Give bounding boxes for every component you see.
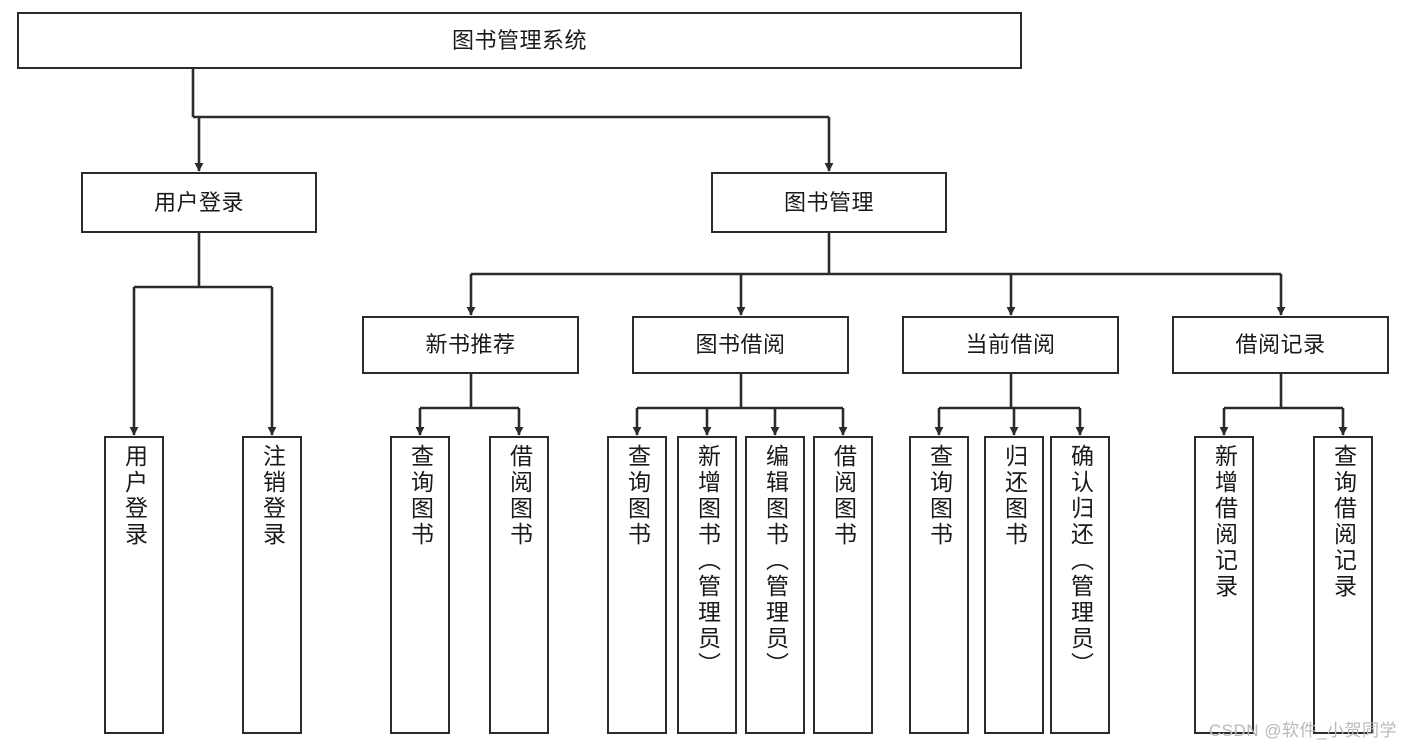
node-label: 图书管理系统 — [451, 27, 587, 53]
node-leaf_1[interactable]: 注销登录 — [242, 436, 302, 734]
node-label: 新书推荐 — [425, 332, 516, 358]
node-label: 用户登录 — [153, 189, 244, 215]
node-root[interactable]: 图书管理系统 — [17, 12, 1022, 69]
node-label: 借阅记录 — [1235, 332, 1326, 358]
node-leaf_9[interactable]: 归还图书 — [984, 436, 1044, 734]
node-leaf_6[interactable]: 编辑图书（管理员） — [745, 436, 805, 734]
node-l2_3[interactable]: 借阅记录 — [1172, 316, 1389, 374]
node-l2_0[interactable]: 新书推荐 — [362, 316, 579, 374]
node-leaf_11[interactable]: 新增借阅记录 — [1194, 436, 1254, 734]
csdn-watermark: CSDN @软件_小贺同学 — [1208, 721, 1397, 740]
node-leaf_0[interactable]: 用户登录 — [104, 436, 164, 734]
node-label: 查询图书 — [407, 444, 434, 548]
node-label: 查询借阅记录 — [1330, 444, 1357, 600]
node-leaf_10[interactable]: 确认归还（管理员） — [1050, 436, 1110, 734]
node-label: 借阅图书 — [506, 444, 533, 548]
node-label: 查询图书 — [926, 444, 953, 548]
node-l2_1[interactable]: 图书借阅 — [632, 316, 849, 374]
node-leaf_3[interactable]: 借阅图书 — [489, 436, 549, 734]
node-label: 新增借阅记录 — [1211, 444, 1238, 600]
edge-layer — [129, 69, 1348, 436]
node-leaf_12[interactable]: 查询借阅记录 — [1313, 436, 1373, 734]
node-label: 借阅图书 — [830, 444, 857, 548]
node-label: 当前借阅 — [965, 332, 1056, 358]
node-label: 图书管理 — [783, 189, 874, 215]
node-leaf_2[interactable]: 查询图书 — [390, 436, 450, 734]
node-leaf_7[interactable]: 借阅图书 — [813, 436, 873, 734]
node-leaf_5[interactable]: 新增图书（管理员） — [677, 436, 737, 734]
node-label: 编辑图书（管理员） — [762, 444, 789, 678]
node-label: 确认归还（管理员） — [1067, 444, 1094, 678]
node-l1_1[interactable]: 图书管理 — [711, 172, 947, 233]
node-label: 注销登录 — [259, 444, 286, 548]
node-label: 归还图书 — [1001, 444, 1028, 548]
node-label: 查询图书 — [624, 444, 651, 548]
node-leaf_8[interactable]: 查询图书 — [909, 436, 969, 734]
node-l2_2[interactable]: 当前借阅 — [902, 316, 1119, 374]
node-l1_0[interactable]: 用户登录 — [81, 172, 317, 233]
node-label: 用户登录 — [121, 444, 148, 548]
node-label: 图书借阅 — [695, 332, 786, 358]
node-label: 新增图书（管理员） — [694, 444, 721, 678]
node-leaf_4[interactable]: 查询图书 — [607, 436, 667, 734]
